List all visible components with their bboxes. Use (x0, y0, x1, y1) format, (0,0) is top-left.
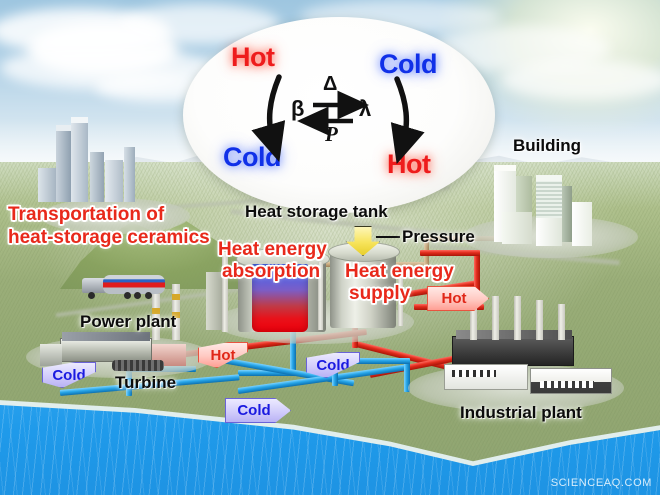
truck-wheel (124, 292, 131, 299)
watermark: SCIENCEAQ.COM (550, 477, 652, 489)
diagram-symbol-lambda: λ (359, 96, 372, 121)
label-power-plant: Power plant (80, 312, 177, 331)
chimney (172, 284, 180, 340)
label-heat-energy-supply-line1: Heat energy (345, 261, 454, 282)
chimney (558, 304, 565, 340)
truck-wheel (134, 292, 141, 299)
office-building (562, 186, 572, 242)
label-transportation-line2: heat-storage ceramics (8, 227, 210, 248)
transformation-arrows (251, 74, 425, 165)
city-tower (71, 117, 88, 202)
truck-tanker-body (103, 275, 165, 294)
chimney (536, 300, 543, 340)
pipe-cold-return (238, 370, 296, 376)
heat-storage-tank-right (330, 252, 396, 328)
office-building (572, 202, 592, 246)
chimney (492, 296, 499, 340)
diagram-symbol-pressure: P (325, 122, 338, 146)
diagram-symbol-delta: Δ (323, 73, 338, 95)
tank-column (318, 262, 323, 330)
flow-chip-cold-return-low: Cold (225, 398, 291, 423)
industrial-dark-hall (452, 336, 574, 366)
industrial-windows (540, 381, 594, 388)
pipe-cold-return (126, 366, 132, 396)
city-platform (40, 198, 190, 234)
tank-thermal-fill (252, 264, 308, 332)
flow-chip-cold-return-mid: Cold (306, 352, 360, 378)
label-turbine: Turbine (115, 373, 177, 392)
truck-wheel (88, 292, 95, 299)
label-transportation-line1: Transportation of (8, 204, 165, 225)
pressure-leader-line (376, 236, 400, 238)
turbine-shaft (112, 360, 164, 371)
label-heat-energy-absorption-line2: absorption (222, 261, 321, 282)
power-plant-hall (60, 338, 152, 362)
industrial-windows (452, 370, 496, 377)
tank-column (398, 268, 403, 326)
flow-chip-hot-supply-right: Hot (427, 286, 489, 311)
pipe-hot-supply (420, 250, 480, 256)
city-tower (105, 160, 123, 202)
city-tower (124, 147, 135, 202)
label-heat-storage-tank: Heat storage tank (245, 202, 388, 221)
pipe-hot-supply (474, 252, 480, 308)
truck-wheel (145, 292, 152, 299)
tank-column (222, 252, 228, 332)
office-building (536, 218, 562, 246)
city-tower (56, 125, 71, 202)
chimney (470, 300, 477, 340)
industrial-white-hall (444, 364, 528, 390)
chimney (514, 296, 521, 340)
diagram-hot-top-left: Hot (231, 42, 275, 72)
label-pressure: Pressure (402, 227, 475, 246)
power-plant-annex (40, 344, 62, 366)
power-plant-roof (62, 332, 150, 341)
truck-cab (82, 278, 106, 293)
office-building (502, 212, 532, 244)
city-tower (38, 168, 56, 202)
diagram-symbol-beta: β (291, 96, 305, 121)
label-industrial-plant: Industrial plant (460, 403, 582, 422)
pipe-cold-return (404, 360, 410, 392)
reaction-diagram-ellipse: Hot Cold Cold Hot β λ Δ P (183, 17, 495, 213)
tank-utility-block (206, 272, 222, 330)
label-building: Building (513, 136, 581, 155)
city-tower (90, 152, 104, 202)
label-heat-energy-supply-line2: supply (349, 283, 411, 304)
diagram-cold-top-right: Cold (379, 49, 438, 79)
pipe-cold-return (332, 358, 410, 364)
cloud-shape (500, 60, 660, 100)
label-heat-energy-absorption-line1: Heat energy (218, 239, 327, 260)
